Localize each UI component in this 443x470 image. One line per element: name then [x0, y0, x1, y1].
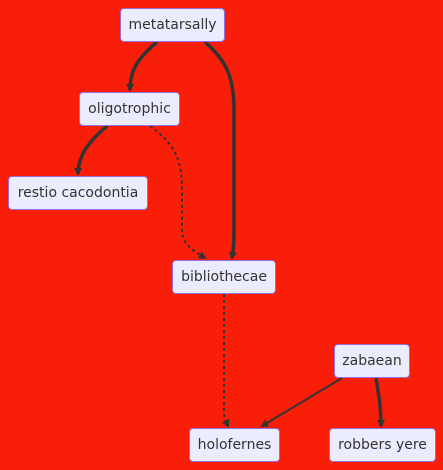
node-bibliothecae[interactable]: bibliothecae	[172, 260, 276, 294]
edge-oligotrophic-to-restio	[74, 124, 109, 176]
node-robbers-yere[interactable]: robbers yere	[329, 428, 436, 462]
node-oligotrophic[interactable]: oligotrophic	[79, 92, 180, 126]
edge-bibliothecae-to-holofernes	[221, 294, 229, 428]
edge-oligotrophic-to-bibliothecae	[149, 125, 207, 260]
edge-metatarsally-to-oligotrophic	[126, 40, 159, 92]
node-holofernes[interactable]: holofernes	[189, 428, 280, 462]
edge-metatarsally-to-bibliothecae	[203, 40, 237, 260]
node-restio-cacodontia[interactable]: restio cacodontia	[8, 176, 148, 210]
node-metatarsally[interactable]: metatarsally	[120, 8, 225, 42]
edge-zabaean-to-holofernes	[260, 377, 343, 428]
edge-zabaean-to-robbers	[374, 377, 385, 428]
node-zabaean[interactable]: zabaean	[334, 344, 410, 378]
